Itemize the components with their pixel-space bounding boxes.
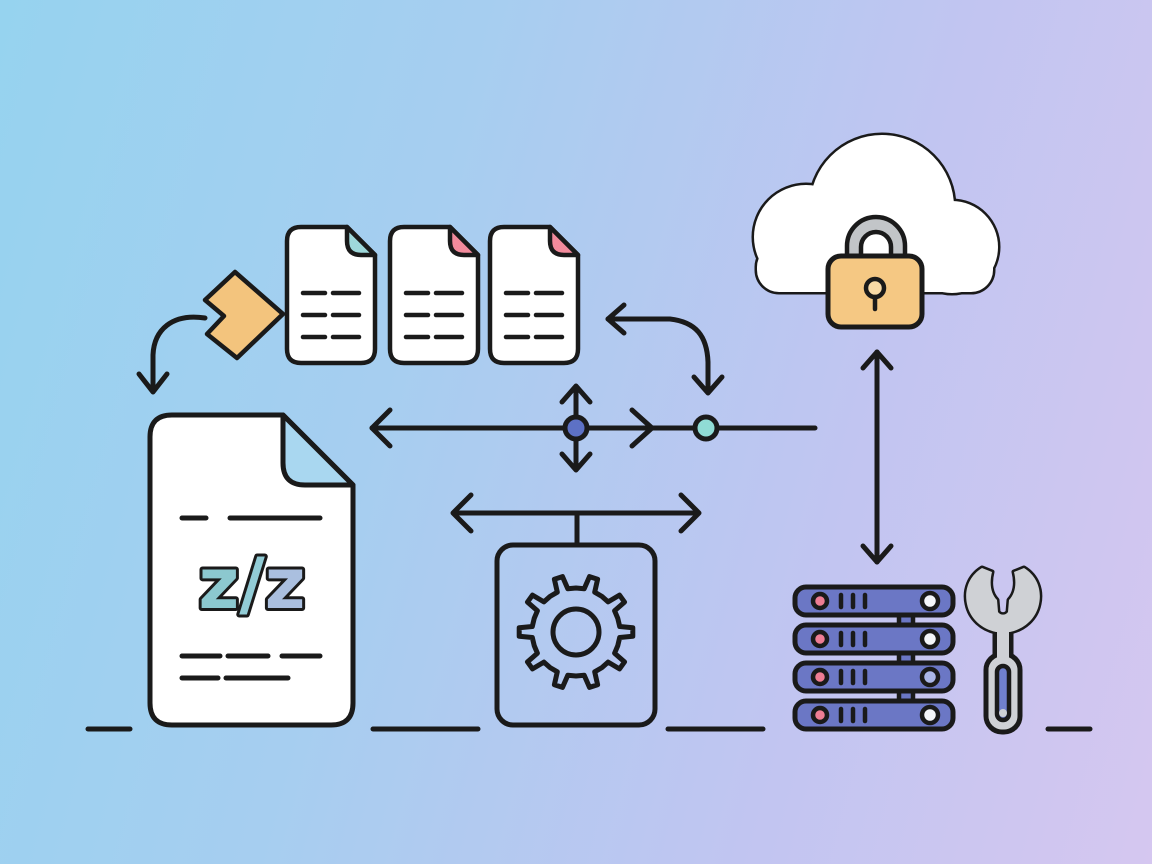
arrowhead-up-icon: [559, 383, 593, 405]
server-stack-icon: [792, 584, 956, 732]
curved-arrow-line: [150, 314, 208, 391]
arrowhead-right-icon: [629, 407, 655, 449]
server-status-dot: [810, 629, 830, 649]
server-body: [792, 660, 956, 694]
double-headed-arrow-vertical: [860, 349, 894, 565]
main-document-icon: z/z: [147, 412, 356, 728]
server-port: [919, 666, 941, 688]
server-row-3: [792, 660, 956, 694]
server-row-4: [792, 698, 956, 732]
curved-arrow-line: [605, 316, 711, 393]
server-ticks: [838, 592, 868, 610]
arrowhead-up-icon: [860, 349, 894, 371]
document-stack: [284, 224, 581, 366]
zz-slash: /: [239, 543, 265, 625]
gear-hub: [550, 606, 602, 658]
settings-box-icon: [494, 542, 658, 728]
server-ticks: [838, 630, 868, 648]
teal-node-dot: [692, 414, 720, 442]
small-document-icon-2: [387, 224, 481, 366]
arrowhead-down-icon: [559, 451, 593, 473]
orange-right-arrow-icon: [202, 269, 286, 361]
server-body: [792, 584, 956, 618]
lock-shackle: [844, 214, 908, 261]
document-text-lines: [300, 290, 362, 340]
wrench-slot-dot: [999, 709, 1007, 717]
folded-corner-sky: [280, 412, 356, 488]
document-text-lines: [403, 290, 465, 340]
zz-denominator: z: [265, 543, 306, 625]
horizontal-flow-arrow: [369, 407, 818, 449]
document-text-lines: [503, 290, 565, 340]
arrowhead-left-icon: [605, 302, 627, 336]
server-ticks: [838, 668, 868, 686]
document-body: [387, 224, 481, 366]
folded-corner-pink: [447, 224, 481, 258]
arrowhead-down-icon: [136, 371, 170, 395]
server-body: [792, 622, 956, 656]
document-text-lines: [179, 515, 323, 681]
server-row-1: [792, 584, 956, 618]
folded-corner-teal: [344, 224, 378, 258]
arrowhead-down-icon: [691, 374, 725, 396]
zz-numerator: z: [198, 543, 239, 625]
arrowhead-right-icon: [678, 492, 702, 534]
lock-keyhole: [863, 276, 887, 300]
server-status-dot: [810, 591, 830, 611]
wrench-slot: [994, 663, 1012, 723]
gear-icon: [516, 574, 636, 690]
wrench-icon: [963, 565, 1043, 735]
server-body: [792, 698, 956, 732]
small-document-icon-1: [284, 224, 378, 366]
server-port: [919, 628, 941, 650]
arrowhead-down-icon: [860, 543, 894, 565]
server-row-2: [792, 622, 956, 656]
curved-arrow-down-left-icon: [136, 314, 208, 395]
settings-box: [494, 542, 658, 728]
arrowhead-left-icon: [369, 407, 393, 449]
small-document-icon-3: [487, 224, 581, 366]
purple-node-dot: [562, 414, 590, 442]
document-body: [284, 224, 378, 366]
server-status-dot: [810, 705, 830, 725]
server-port: [919, 704, 941, 726]
double-headed-arrow-horizontal: [450, 492, 702, 547]
document-body: [147, 412, 356, 728]
cloud-security: [751, 132, 1001, 330]
server-ticks: [838, 706, 868, 724]
server-status-dot: [810, 667, 830, 687]
document-body: [487, 224, 581, 366]
folded-corner-pink: [547, 224, 581, 258]
curved-arrow-down-right-icon: [605, 302, 725, 396]
padlock-icon: [825, 214, 925, 330]
server-port: [919, 590, 941, 612]
gear-outline: [516, 574, 636, 690]
arrowhead-left-icon: [450, 492, 474, 534]
zz-label: z/z: [198, 543, 305, 625]
